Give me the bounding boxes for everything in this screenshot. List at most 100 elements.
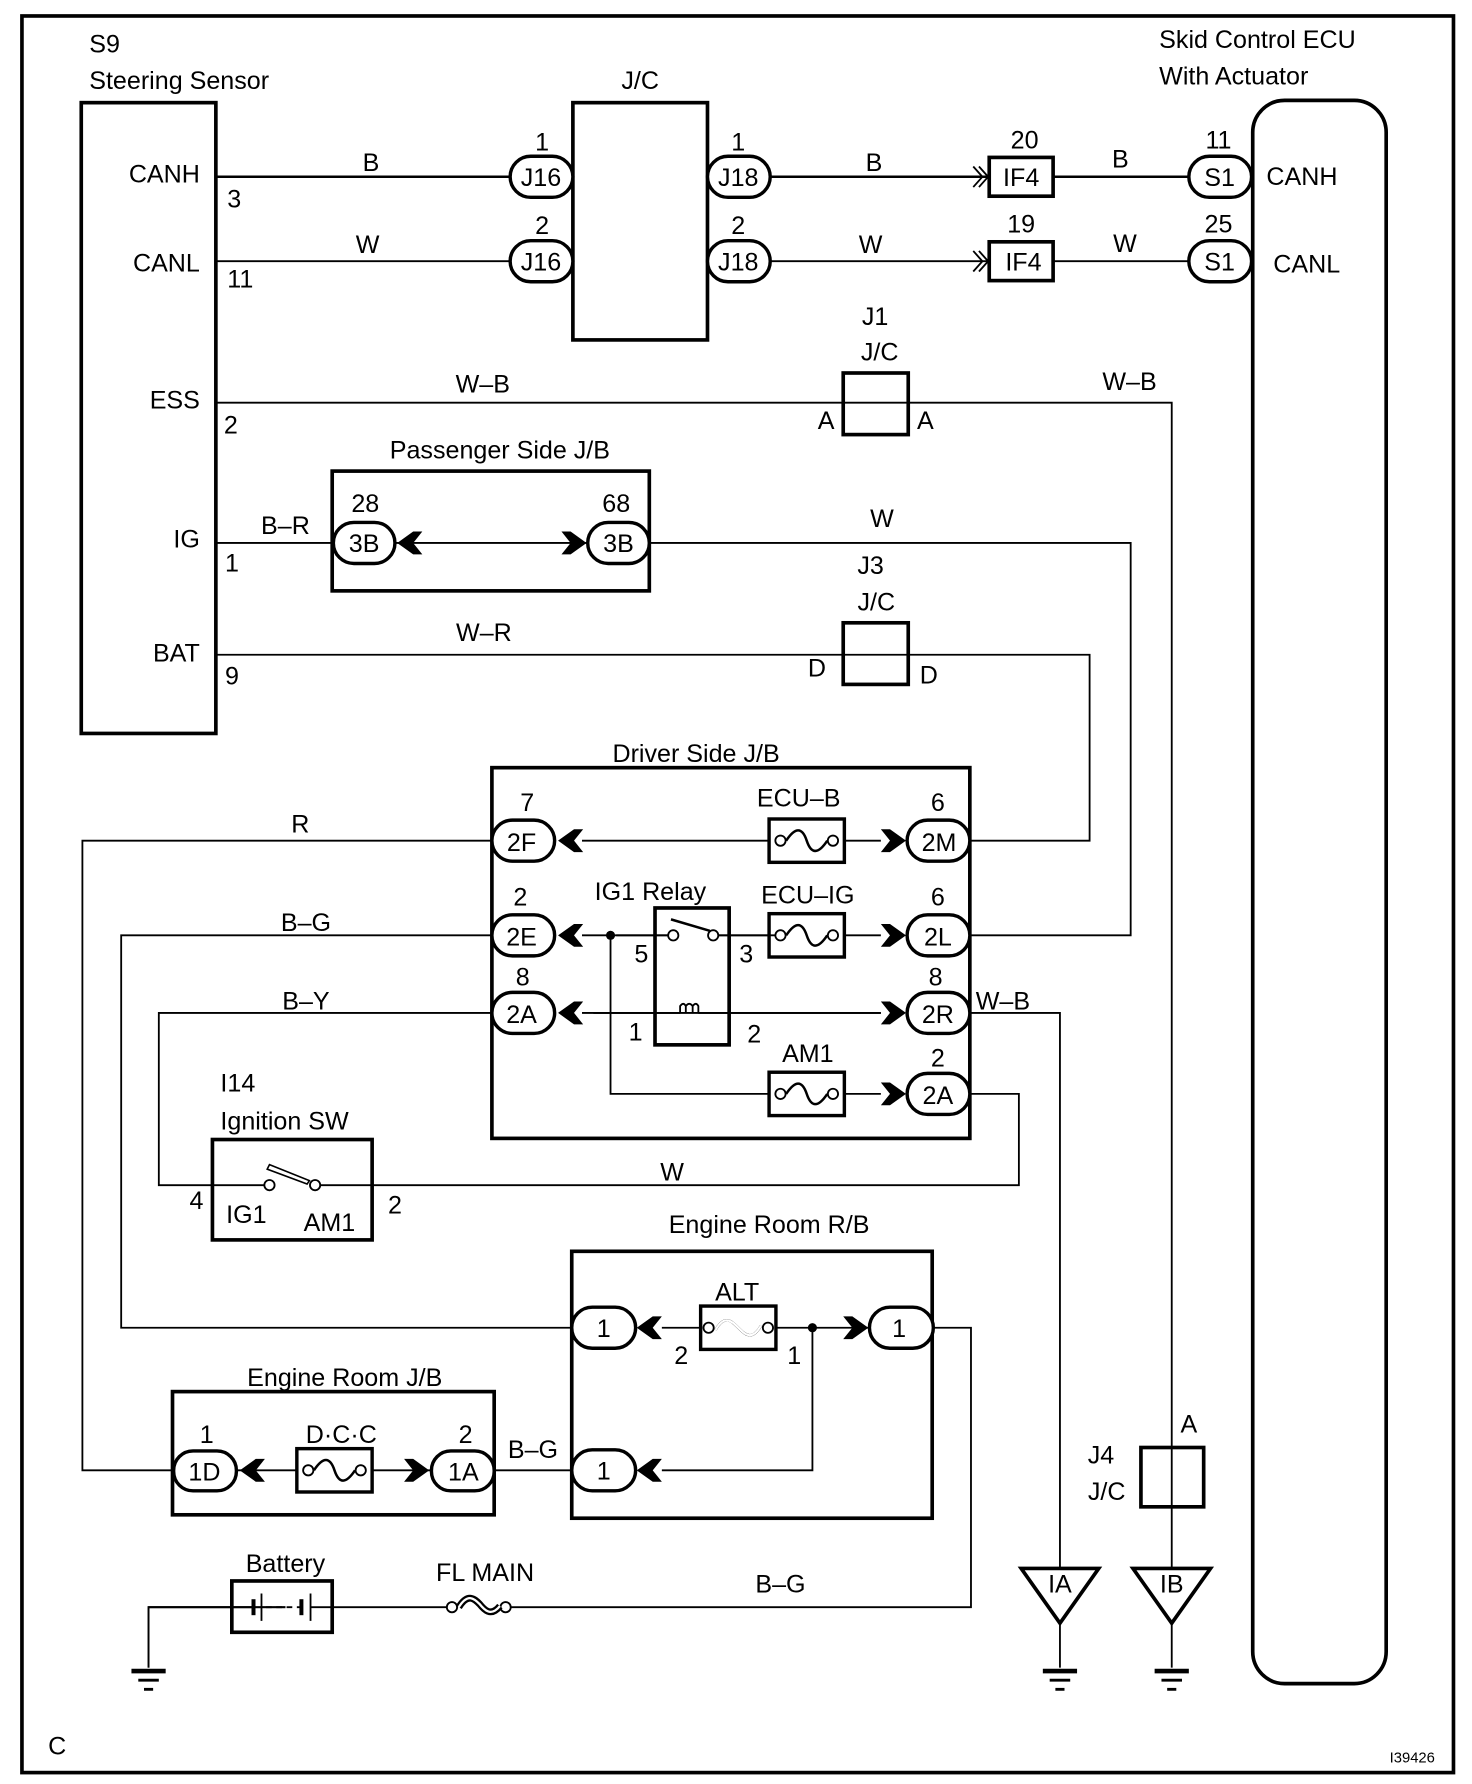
pjb-left-label: 3B <box>349 530 380 558</box>
j1-label: J/C <box>861 338 899 366</box>
djb-2a-left-label: 2A <box>506 1001 537 1029</box>
ground-icon <box>131 1671 165 1689</box>
terminal-canl: CANL <box>133 249 200 277</box>
fuse-am1-icon <box>767 1070 847 1118</box>
connector-j16-2: 2 J16 <box>508 212 575 284</box>
connector-s1-25 <box>1187 238 1254 284</box>
djb-2l-pin: 6 <box>931 884 945 912</box>
pin-1: 1 <box>225 549 239 577</box>
ignition-sw-name: Ignition SW <box>220 1107 349 1135</box>
connector-1d <box>171 1449 239 1493</box>
j16-1-label: J16 <box>521 164 561 192</box>
j3-pin-left: D <box>808 654 826 682</box>
steering-sensor-code: S9 <box>89 30 120 58</box>
relay-pin-1: 1 <box>629 1018 643 1046</box>
fuse-ecu-ig-label: ECU–IG <box>761 881 854 909</box>
steering-sensor-name: Steering Sensor <box>89 67 269 95</box>
if4-20-label: IF4 <box>1003 164 1039 192</box>
j1-pin-right: A <box>917 407 934 435</box>
wire-canl-right-color: W <box>1113 230 1137 258</box>
ecu-title-line1: Skid Control ECU <box>1159 26 1356 54</box>
wire-by-color: B–Y <box>282 987 330 1015</box>
wire-ig-out-color: W <box>870 505 894 533</box>
djb-2a-right-label: 2A <box>923 1082 954 1110</box>
connector-if4-19: 19 IF4 <box>987 211 1055 283</box>
j16-2-pin: 2 <box>535 212 549 240</box>
junction-j3: J3 J/C D D <box>808 552 938 690</box>
engine-room-jb: Engine Room J/B 1 1D 2 1A D·C·C <box>170 1364 497 1517</box>
connector-if4-20: 20 IF4 <box>987 126 1055 199</box>
connector-j16-1: 1 J16 <box>508 129 575 200</box>
relay-pin-5: 5 <box>634 941 648 969</box>
j4-code: J4 <box>1088 1441 1115 1469</box>
ignition-sw-pin-2: 2 <box>388 1192 402 1220</box>
djb-2a-right-pin: 2 <box>931 1045 945 1073</box>
terminal-ig: IG <box>173 526 199 554</box>
djb-2f-label: 2F <box>507 829 536 857</box>
pjb-left-pin: 28 <box>351 490 379 518</box>
if4-19-label: IF4 <box>1005 248 1041 276</box>
connector-3b-28 <box>331 520 397 566</box>
djb-2m-label: 2M <box>922 829 957 857</box>
wire-ig-color: B–R <box>261 512 310 540</box>
connector-rb-1a <box>570 1305 638 1350</box>
djb-2e-pin: 2 <box>513 884 527 912</box>
fl-main-label: FL MAIN <box>436 1559 534 1587</box>
jc-top-label: J/C <box>621 67 659 95</box>
wire-bg-main <box>509 1326 972 1609</box>
terminal-bat: BAT <box>153 640 200 668</box>
ground-icon <box>1043 1671 1077 1689</box>
wire-ig-out <box>649 542 1132 937</box>
ignition-sw-ig1: IG1 <box>226 1201 266 1229</box>
wire-canh-left-color: B <box>363 149 380 177</box>
wire-r-color: R <box>291 811 309 839</box>
pin-3: 3 <box>227 186 241 214</box>
wire-wb-2r <box>969 1011 1061 1569</box>
j1-code: J1 <box>862 303 889 331</box>
pjb-right-pin: 68 <box>602 490 630 518</box>
pin-11: 11 <box>227 265 253 293</box>
engine-rb-title: Engine Room R/B <box>669 1211 870 1239</box>
connector-2l <box>905 913 972 958</box>
wire-bg <box>120 934 572 1329</box>
battery: Battery <box>131 1550 335 1689</box>
djb-2l-label: 2L <box>924 924 952 952</box>
ejb-1a-label: 1A <box>448 1459 479 1487</box>
fuse-ecu-b-label: ECU–B <box>757 784 841 812</box>
ground-point-ia: IA <box>1017 1566 1103 1689</box>
ecu-title-line2: With Actuator <box>1159 62 1308 90</box>
wire-ess-right-color: W–B <box>1102 368 1156 396</box>
pin-2: 2 <box>224 411 238 439</box>
skid-control-ecu: Skid Control ECU With Actuator 11 S1 CAN… <box>1159 26 1389 1686</box>
ground-point-ib: IB <box>1129 1566 1215 1689</box>
j18-2-label: J18 <box>718 248 758 276</box>
alt-pin-2: 2 <box>674 1342 688 1370</box>
j18-1-label: J18 <box>718 164 758 192</box>
wire-wb-2r-color: W–B <box>976 987 1030 1015</box>
ecu-terminal-canh: CANH <box>1266 163 1337 191</box>
ground-ia-label: IA <box>1048 1570 1072 1598</box>
ejb-1d-pin: 1 <box>200 1421 214 1449</box>
ignition-sw-pin-4: 4 <box>189 1187 203 1215</box>
relay-ig1-icon <box>653 906 731 1047</box>
figure-id: I39426 <box>1390 1750 1435 1766</box>
j3-code: J3 <box>857 552 884 580</box>
j3-pin-right: D <box>920 661 938 689</box>
engine-room-rb: Engine Room R/B 1 1 1 ALT 2 1 <box>569 1211 936 1521</box>
pjb-right-label: 3B <box>603 530 634 558</box>
ejb-1a-pin: 2 <box>459 1421 473 1449</box>
wire-bat <box>215 653 1091 842</box>
passenger-jb-title: Passenger Side J/B <box>390 437 610 465</box>
if4-19-pin: 19 <box>1007 211 1035 239</box>
ejb-1d-label: 1D <box>188 1459 220 1487</box>
wire-ess-color: W–B <box>456 370 510 398</box>
pin-9: 9 <box>225 662 239 690</box>
fuse-alt-icon <box>698 1304 778 1352</box>
j16-2-label: J16 <box>521 248 561 276</box>
fuse-ecu-ig-icon <box>767 911 847 959</box>
passenger-side-jb: Passenger Side J/B B–R 28 3B 68 3B <box>215 437 652 593</box>
junction-j1: J1 J/C A A <box>818 303 934 437</box>
ignition-switch: I14 Ignition SW 4 2 IG1 AM1 <box>189 1070 402 1242</box>
djb-2e-label: 2E <box>506 924 537 952</box>
